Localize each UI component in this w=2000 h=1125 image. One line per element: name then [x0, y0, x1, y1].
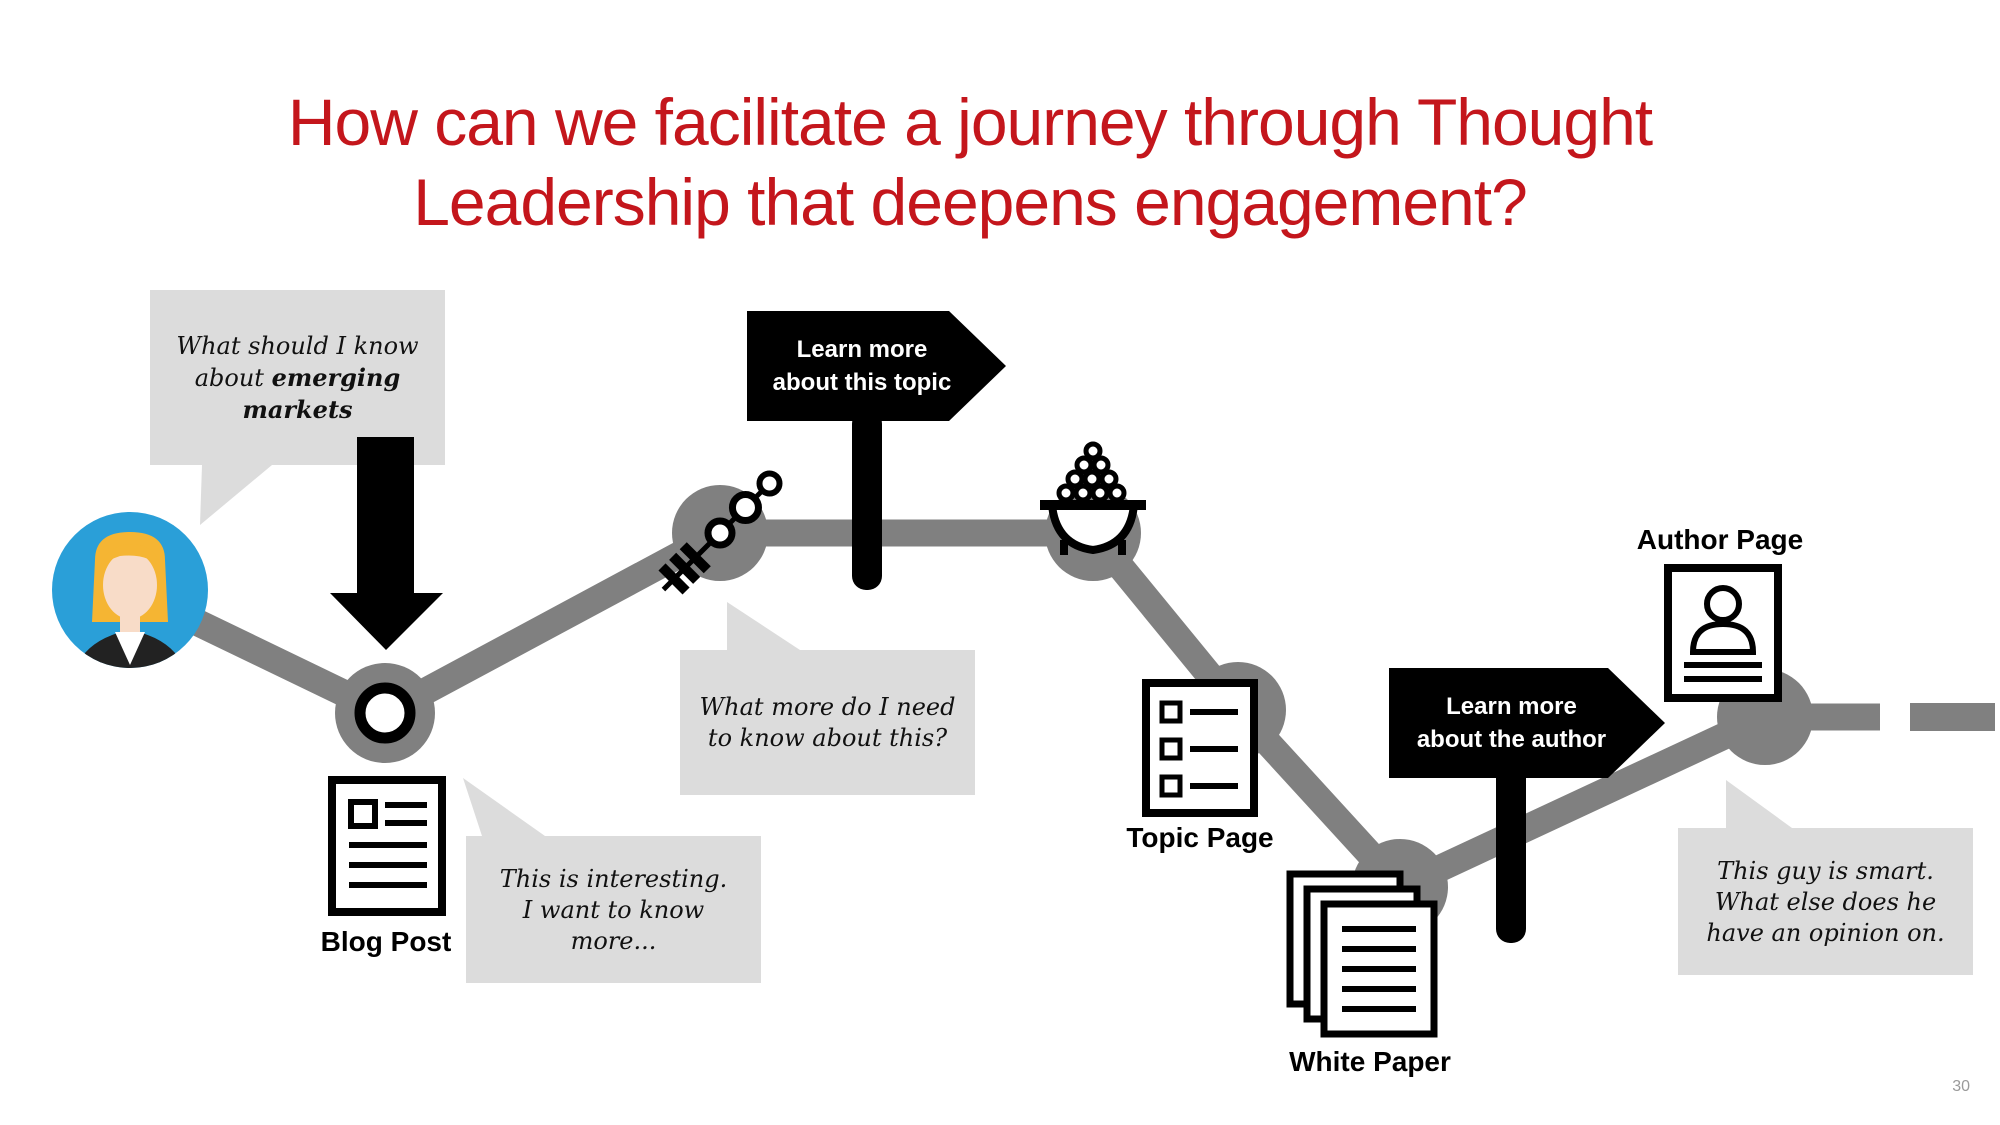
sign-topic-line1: Learn more	[796, 336, 928, 363]
sign-author-shape	[1389, 668, 1665, 943]
kebab-icon	[658, 470, 783, 595]
label-topic-page: Topic Page	[1126, 822, 1274, 853]
bubble-emerging-line1: What should I know	[176, 332, 419, 360]
bubble-interesting-line2: I want to know	[522, 896, 705, 924]
topic-page-checklist-icon	[1142, 679, 1258, 817]
bubble-what-more-line1: What more do I need	[699, 693, 956, 721]
bubble-emerging-prefix2: about	[194, 364, 272, 392]
page-number: 30	[1952, 1078, 1970, 1095]
bubble-emerging-line3: markets	[150, 394, 445, 426]
bubble-what-more-shape	[680, 602, 975, 795]
sign-author-line2: about the author	[1416, 726, 1607, 753]
bubble-smart-text: This guy is smart. What else does he hav…	[1678, 856, 1973, 949]
bubble-interesting-shape	[463, 778, 761, 983]
white-paper-stack-icon	[1286, 870, 1438, 1038]
bubble-smart-line1: This guy is smart.	[1717, 857, 1934, 885]
target-ring-icon	[354, 682, 416, 744]
page-title-line1: How can we facilitate a journey through …	[287, 85, 1653, 159]
bubble-smart-shape	[1678, 780, 1973, 975]
bubble-emerging-shape	[150, 290, 445, 525]
bubble-interesting-line3: more...	[570, 927, 657, 955]
bowl-icon	[1040, 441, 1146, 555]
user-avatar	[52, 512, 208, 668]
blog-post-document-icon	[328, 776, 446, 916]
label-white-paper: White Paper	[1289, 1046, 1451, 1077]
bubble-emerging-text: What should I know about emerging market…	[150, 331, 445, 426]
bubble-smart-line2: What else does he	[1714, 888, 1937, 916]
bubble-interesting-text: This is interesting. I want to know more…	[466, 864, 761, 957]
sign-author-text: Learn more about the author	[1389, 690, 1634, 756]
journey-path	[124, 519, 1880, 901]
label-blog-post: Blog Post	[320, 926, 452, 957]
down-arrow-icon	[330, 437, 443, 650]
label-author-page: Author Page	[1636, 524, 1804, 555]
bubble-emerging-line2: about emerging	[150, 362, 445, 394]
bubble-what-more-line2: to know about this?	[707, 724, 948, 752]
bubble-what-more-text: What more do I need to know about this?	[680, 692, 975, 754]
page-title: How can we facilitate a journey through …	[0, 82, 1940, 242]
sign-topic-text: Learn more about this topic	[747, 333, 977, 399]
bubble-smart-line3: have an opinion on.	[1706, 919, 1945, 947]
sign-author-line1: Learn more	[1446, 693, 1577, 720]
sign-topic-line2: about this topic	[772, 369, 952, 396]
author-profile-icon	[1664, 564, 1782, 702]
path-dash	[1910, 703, 1995, 731]
sign-topic-shape	[747, 311, 1006, 590]
bubble-emerging-bold3: markets	[242, 395, 353, 424]
bubble-interesting-line1: This is interesting.	[499, 865, 728, 893]
bubble-emerging-bold2: emerging	[271, 363, 401, 392]
page-title-line2: Leadership that deepens engagement?	[413, 165, 1528, 239]
